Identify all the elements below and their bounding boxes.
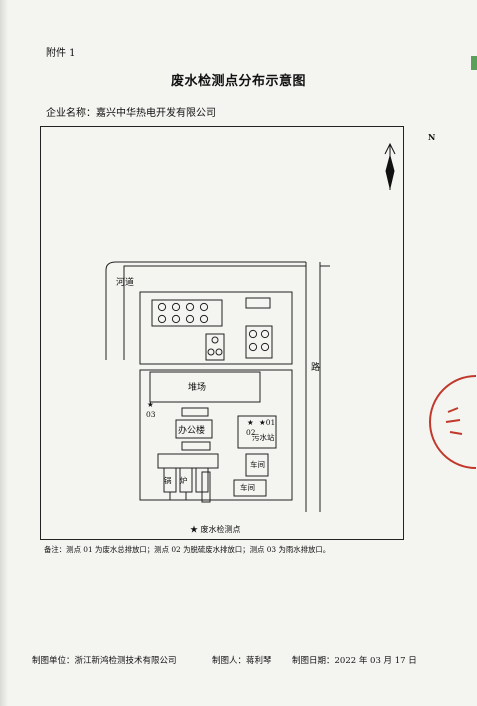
boiler-label-2: 炉 (180, 476, 188, 485)
office-label: 办公楼 (178, 426, 206, 436)
plant-block-upper (139, 291, 293, 365)
office-building (175, 419, 213, 439)
north-label: N (428, 132, 436, 142)
tanks-mid (207, 336, 223, 356)
small-building-upper-right (245, 297, 271, 309)
tank-group-left (151, 299, 223, 327)
small-building-below-office (181, 441, 211, 451)
page-edge (0, 0, 8, 706)
boiler-header (157, 453, 219, 469)
page-title: 废水检测点分布示意图 (170, 74, 306, 89)
workshop-2 (233, 479, 267, 497)
point-02-label: 02 (246, 428, 256, 437)
river-label: 河道 (116, 278, 135, 288)
point-01-label: ★01 (259, 418, 276, 427)
boiler-label-1: 锅 (164, 476, 172, 485)
north-arrow-icon (384, 142, 396, 190)
tank-group-right (245, 325, 273, 359)
footer-drawer: 制图人：蒋利琴 (212, 656, 272, 666)
site-map (105, 142, 396, 512)
plant-block-lower (139, 369, 293, 501)
note-text: 备注：测点 01 为废水总排放口；测点 02 为脱硫废水排放口；测点 03 为雨… (44, 545, 331, 554)
stockyard-label: 堆场 (188, 383, 207, 393)
tank-group-mid (205, 333, 225, 361)
attachment-label: 附件 1 (46, 48, 76, 59)
map-legend: ★ 废水检测点 (190, 525, 241, 534)
sewage-station (237, 415, 277, 449)
chimney (201, 471, 211, 503)
workshop-1 (245, 453, 269, 477)
small-building-center (181, 407, 209, 417)
road-label: 路 (311, 363, 321, 373)
stockyard-building (149, 371, 261, 403)
seal-stamp (429, 375, 477, 469)
map-frame (40, 126, 404, 540)
point-03-star-icon: ★ (147, 400, 154, 409)
tanks-left (157, 302, 209, 324)
page-tab (471, 56, 477, 70)
tanks-right (248, 329, 270, 352)
point-02-star-icon: ★ (247, 418, 254, 427)
sewage-station-label: 污水站 (252, 433, 275, 442)
river-channel (105, 261, 306, 360)
point-03-label: 03 (146, 410, 156, 419)
footer-date: 制图日期：2022 年 03 月 17 日 (292, 656, 417, 666)
workshop-label-1: 车间 (250, 460, 265, 469)
road (305, 262, 330, 512)
enterprise-name: 企业名称：嘉兴中华热电开发有限公司 (46, 108, 216, 119)
footer-unit: 制图单位：浙江新鸿检测技术有限公司 (32, 656, 177, 666)
workshop-label-2: 车间 (240, 483, 255, 492)
